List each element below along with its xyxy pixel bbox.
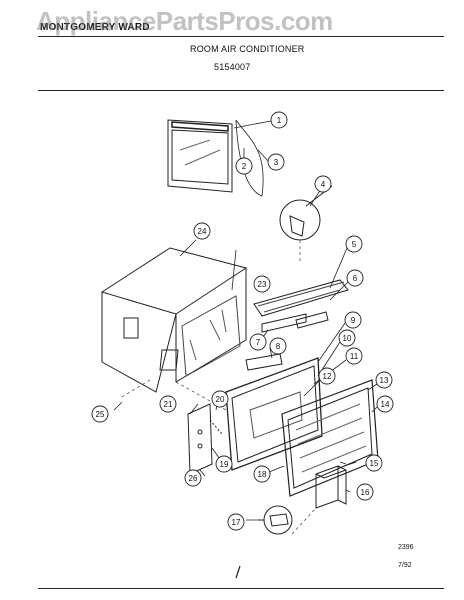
svg-text:23: 23 [258, 280, 267, 289]
svg-text:18: 18 [258, 470, 267, 479]
svg-text:21: 21 [164, 400, 173, 409]
svg-text:15: 15 [370, 459, 379, 468]
callout-group: 1 2 3 4 5 6 7 8 9 10 11 12 13 14 15 16 1… [91, 111, 394, 531]
callout-4: 4 [314, 175, 332, 193]
model-number: 5154007 [214, 62, 251, 72]
callout-2: 2 [235, 157, 253, 175]
page-title: ROOM AIR CONDITIONER [190, 44, 305, 54]
callout-12: 12 [318, 367, 336, 385]
svg-text:25: 25 [96, 410, 105, 419]
callout-5: 5 [345, 235, 363, 253]
filter-drawing [281, 379, 379, 497]
callout-15: 15 [365, 454, 383, 472]
cabinet-drawing [100, 247, 248, 393]
callout-24: 24 [193, 222, 211, 240]
callout-20: 20 [211, 390, 229, 408]
callout-7: 7 [249, 333, 267, 351]
svg-text:16: 16 [361, 488, 370, 497]
svg-text:2: 2 [242, 162, 247, 171]
part-16-drawing [315, 465, 347, 509]
part-4-detail [279, 185, 333, 241]
bottom-rule [38, 588, 444, 589]
header-rule [38, 90, 444, 91]
svg-text:8: 8 [276, 342, 281, 351]
callout-18: 18 [253, 465, 271, 483]
svg-text:13: 13 [380, 376, 389, 385]
callout-9: 9 [344, 311, 362, 329]
callout-1: 1 [270, 111, 288, 129]
callout-19: 19 [215, 455, 233, 473]
callout-11: 11 [345, 347, 363, 365]
part-15-screw [343, 461, 357, 467]
svg-text:5: 5 [352, 240, 357, 249]
svg-text:10: 10 [343, 334, 352, 343]
callout-25: 25 [91, 405, 109, 423]
callout-14: 14 [376, 395, 394, 413]
callout-3: 3 [267, 153, 285, 171]
svg-text:9: 9 [351, 316, 356, 325]
svg-text:3: 3 [274, 158, 279, 167]
callout-8: 8 [269, 337, 287, 355]
diagram-code: 2396 [398, 544, 414, 551]
svg-text:26: 26 [189, 474, 198, 483]
top-rule [38, 36, 444, 37]
svg-text:6: 6 [353, 274, 358, 283]
svg-text:20: 20 [216, 395, 225, 404]
front-grille-drawing [225, 357, 323, 471]
svg-text:1: 1 [277, 116, 282, 125]
svg-text:12: 12 [323, 372, 332, 381]
svg-text:11: 11 [350, 352, 359, 361]
watermark: AppliancePartsPros.com [36, 6, 333, 36]
svg-text:24: 24 [198, 227, 207, 236]
control-bracket-drawing [187, 403, 223, 475]
callout-23: 23 [253, 275, 271, 293]
callout-6: 6 [346, 269, 364, 287]
callout-21: 21 [159, 395, 177, 413]
svg-text:14: 14 [381, 400, 390, 409]
brand-label: MONTGOMERY WARD [40, 22, 150, 33]
svg-text:17: 17 [232, 518, 241, 527]
callout-17: 17 [227, 513, 245, 531]
callout-26: 26 [184, 469, 202, 487]
callout-13: 13 [375, 371, 393, 389]
control-panel-drawing [245, 279, 349, 371]
revision-date: 7/92 [398, 562, 412, 569]
callout-16: 16 [356, 483, 374, 501]
svg-text:7: 7 [256, 338, 261, 347]
svg-text:19: 19 [220, 460, 229, 469]
svg-text:4: 4 [321, 180, 326, 189]
front-panel-drawing [167, 119, 264, 197]
callout-10: 10 [338, 329, 356, 347]
